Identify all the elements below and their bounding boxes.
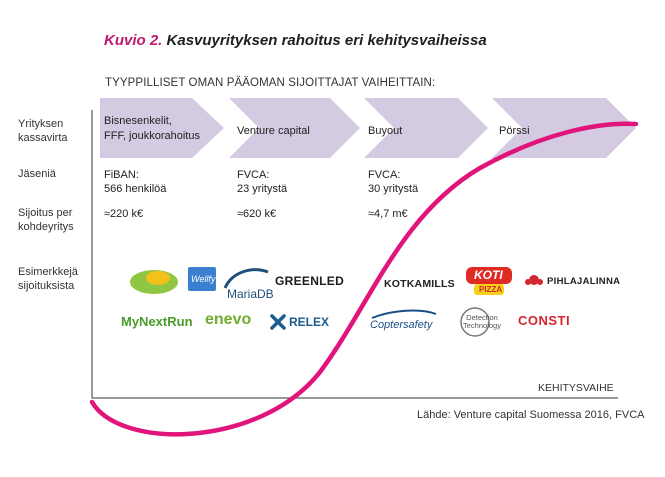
stage-label-buyout: Buyout — [368, 125, 403, 137]
logo-greenled: GREENLED — [275, 274, 345, 288]
x-axis-label: KEHITYSVAIHE — [538, 382, 614, 394]
logo-coptersafety: Coptersafety — [370, 319, 433, 331]
pihlajalinna-flower-icon — [525, 275, 543, 285]
row-label-investment: Sijoitus per kohdeyritys — [18, 207, 74, 233]
cashflow-curve — [89, 121, 639, 437]
investment-buyout: ≈4,7 m€ — [368, 208, 408, 220]
detection-technology-circle-icon — [460, 307, 490, 337]
logo-consti: CONSTI — [518, 313, 571, 328]
investment-venture: ≈620 k€ — [237, 208, 277, 220]
figure-title: Kuvio 2. Kasvuyrityksen rahoitus eri keh… — [104, 32, 487, 49]
row-label-cashflow: Yrityksen kassavirta — [18, 118, 68, 144]
logo-detection-technology: Detection Technology — [463, 313, 501, 330]
row-label-examples: Esimerkkejä sijoituksista — [18, 266, 78, 292]
coin-logo-icon — [130, 270, 178, 294]
wellfy-logo-icon — [188, 267, 216, 291]
koti-pizza-logo-icon — [466, 267, 512, 295]
row-label-members: Jäseniä — [18, 168, 56, 180]
source-note: Lähde: Venture capital Suomessa 2016, FV… — [417, 409, 645, 421]
logo-kotkamills: KOTKAMILLS — [384, 278, 455, 290]
stage-arrow-1 — [100, 98, 224, 158]
figure-number: Kuvio 2. — [104, 32, 163, 49]
logo-pihlajalinna: PIHLAJALINNA — [547, 276, 621, 287]
figure-caption: Kasvuyrityksen rahoitus eri kehitysvaihe… — [166, 32, 487, 49]
logo-relex: RELEX — [289, 315, 330, 329]
investment-angels: ≈220 k€ — [104, 208, 144, 220]
stage-label-venture: Venture capital — [237, 125, 310, 137]
logo-enevo: enevo — [205, 311, 252, 328]
logo-koti: KOTI — [474, 268, 503, 282]
stages-heading: TYYPPILLISET OMAN PÄÄOMAN SIJOITTAJAT VA… — [105, 77, 436, 89]
logo-wellfy: Wellfy — [191, 274, 216, 284]
stage-label-angels: Bisnesenkelit, FFF, joukkorahoitus — [104, 115, 200, 142]
stage-label-stock-exchange: Pörssi — [499, 125, 530, 137]
coptersafety-swoosh-icon — [371, 309, 437, 319]
members-venture: FVCA: 23 yritystä — [237, 169, 288, 195]
logo-pizza: PIZZA — [479, 285, 503, 294]
logo-mariadb: MariaDB — [227, 287, 274, 301]
members-angels: FiBAN: 566 henkilöä — [104, 169, 167, 195]
stage-arrow-3 — [364, 98, 488, 158]
members-buyout: FVCA: 30 yritystä — [368, 169, 419, 195]
stage-arrow-2 — [229, 98, 360, 158]
mariadb-seal-icon — [223, 268, 269, 289]
relex-x-icon — [270, 314, 286, 330]
logo-mynextrun: MyNextRun — [121, 314, 193, 329]
